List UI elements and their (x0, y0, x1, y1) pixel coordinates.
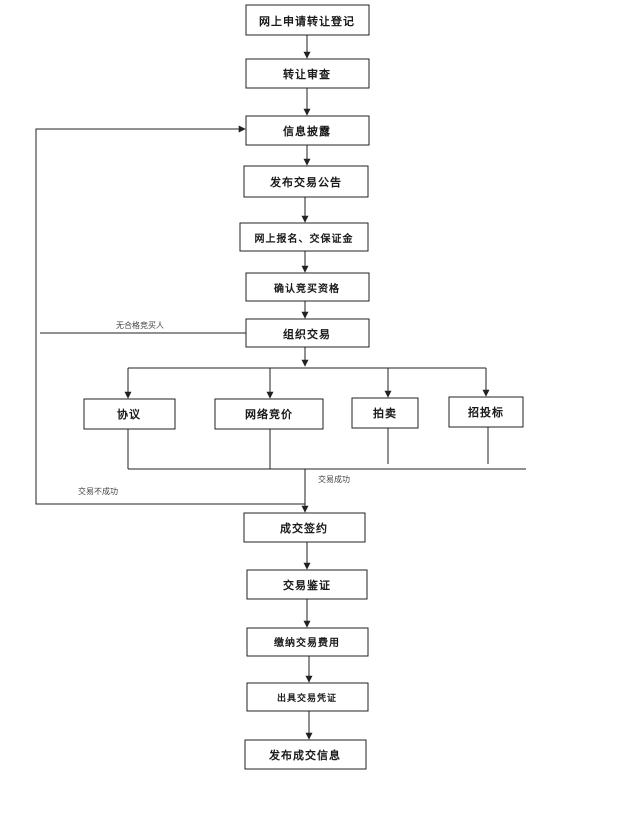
node-tender-label: 招投标 (468, 405, 504, 419)
node-agreement-label: 协议 (117, 407, 141, 421)
node-sign-label: 成交签约 (280, 521, 328, 535)
node-register-label: 网上报名、交保证金 (255, 232, 354, 245)
node-sign-box (243, 512, 366, 543)
node-apply-box (245, 4, 370, 36)
node-verify-label: 交易鉴证 (283, 578, 331, 592)
node-qualify-box (245, 272, 370, 302)
note-success: 交易成功 (318, 474, 350, 484)
node-publish-label: 发布成交信息 (268, 748, 341, 762)
node-review-label: 转让审查 (283, 67, 331, 81)
node-organize-box (245, 318, 370, 348)
node-online-bid-label: 网络竞价 (245, 407, 293, 421)
node-announce-box (243, 165, 369, 198)
node-auction-box (351, 397, 419, 429)
node-tender-box (448, 396, 524, 428)
node-certificate-label: 出具交易凭证 (277, 692, 337, 704)
node-announce-label: 发布交易公告 (269, 175, 342, 189)
node-register-box (239, 222, 369, 252)
node-fees-box (246, 627, 369, 657)
node-apply-label: 网上申请转让登记 (259, 14, 355, 28)
node-qualify-label: 确认竞买资格 (274, 282, 340, 295)
loop-failure (35, 125, 305, 505)
node-publish-box (244, 739, 367, 770)
note-unqualified: 无合格竞买人 (116, 320, 164, 330)
node-online-bid-box (214, 398, 324, 430)
node-certificate-box (246, 682, 369, 712)
node-auction-label: 拍卖 (373, 406, 397, 420)
node-agreement-box (83, 398, 176, 430)
node-review-box (245, 58, 370, 89)
node-organize-label: 组织交易 (283, 327, 331, 341)
node-disclose-box (245, 115, 370, 146)
note-failure: 交易不成功 (78, 486, 118, 496)
node-disclose-label: 信息披露 (283, 124, 331, 138)
node-fees-label: 缴纳交易费用 (274, 636, 340, 649)
